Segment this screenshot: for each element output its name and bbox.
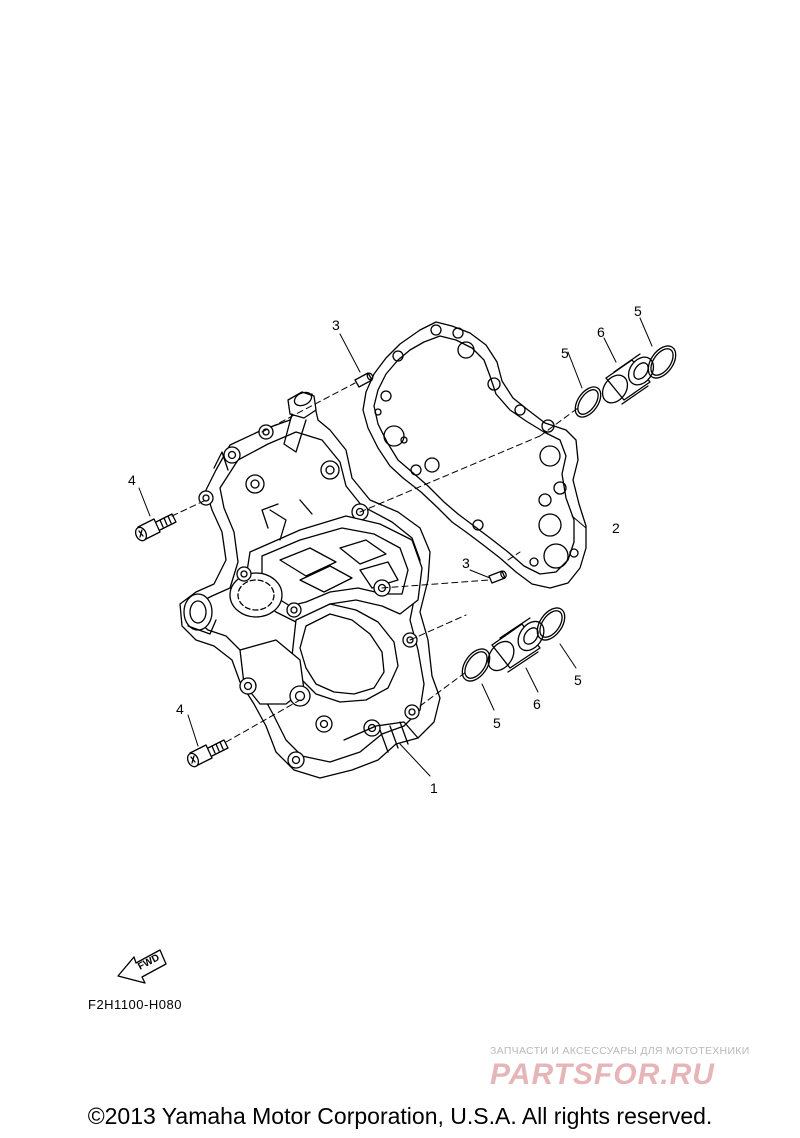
dowel-pin-lower	[488, 570, 507, 584]
leader-lines	[138, 317, 653, 777]
callout-2: 2	[612, 520, 620, 536]
crankcase-cover-part-1	[179, 391, 441, 779]
callout-5-lower-right: 5	[574, 672, 582, 688]
fwd-arrow-icon	[117, 949, 167, 984]
callout-5-lower-left: 5	[493, 715, 501, 731]
bolt-upper	[134, 513, 177, 542]
callout-4-lower: 4	[176, 701, 184, 717]
diagram-code: F2H1100-H080	[88, 997, 182, 1012]
o-ring-upper-right	[647, 345, 677, 379]
callout-1: 1	[430, 780, 438, 796]
callout-5-upper-right: 5	[634, 303, 642, 319]
callout-6-lower: 6	[533, 696, 541, 712]
dowel-pin-upper	[354, 372, 374, 388]
o-ring-lower-right	[536, 607, 566, 641]
callout-3-lower: 3	[462, 555, 470, 571]
collar-lower	[487, 617, 545, 673]
copyright-notice: ©2013 Yamaha Motor Corporation, U.S.A. A…	[87, 1103, 713, 1129]
callout-5-upper-left: 5	[561, 345, 569, 361]
gasket-part-2	[362, 321, 587, 589]
watermark-logo: PARTSFOR.RU	[490, 1058, 715, 1091]
watermark-subtitle: ЗАПЧАСТИ И АКСЕССУАРЫ ДЛЯ МОТОТЕХНИКИ	[490, 1045, 750, 1057]
callout-3-upper: 3	[332, 317, 340, 333]
o-ring-lower-left	[461, 648, 491, 682]
callout-6-upper: 6	[597, 324, 605, 340]
callout-4-upper: 4	[128, 472, 136, 488]
collar-upper	[601, 353, 655, 405]
bolt-lower	[186, 739, 229, 768]
callout-numbers: 1 2 3 3 4 4 5 5 5 5 6 6	[128, 303, 642, 796]
o-ring-upper-left	[574, 386, 602, 418]
assembly-lines	[171, 382, 579, 743]
